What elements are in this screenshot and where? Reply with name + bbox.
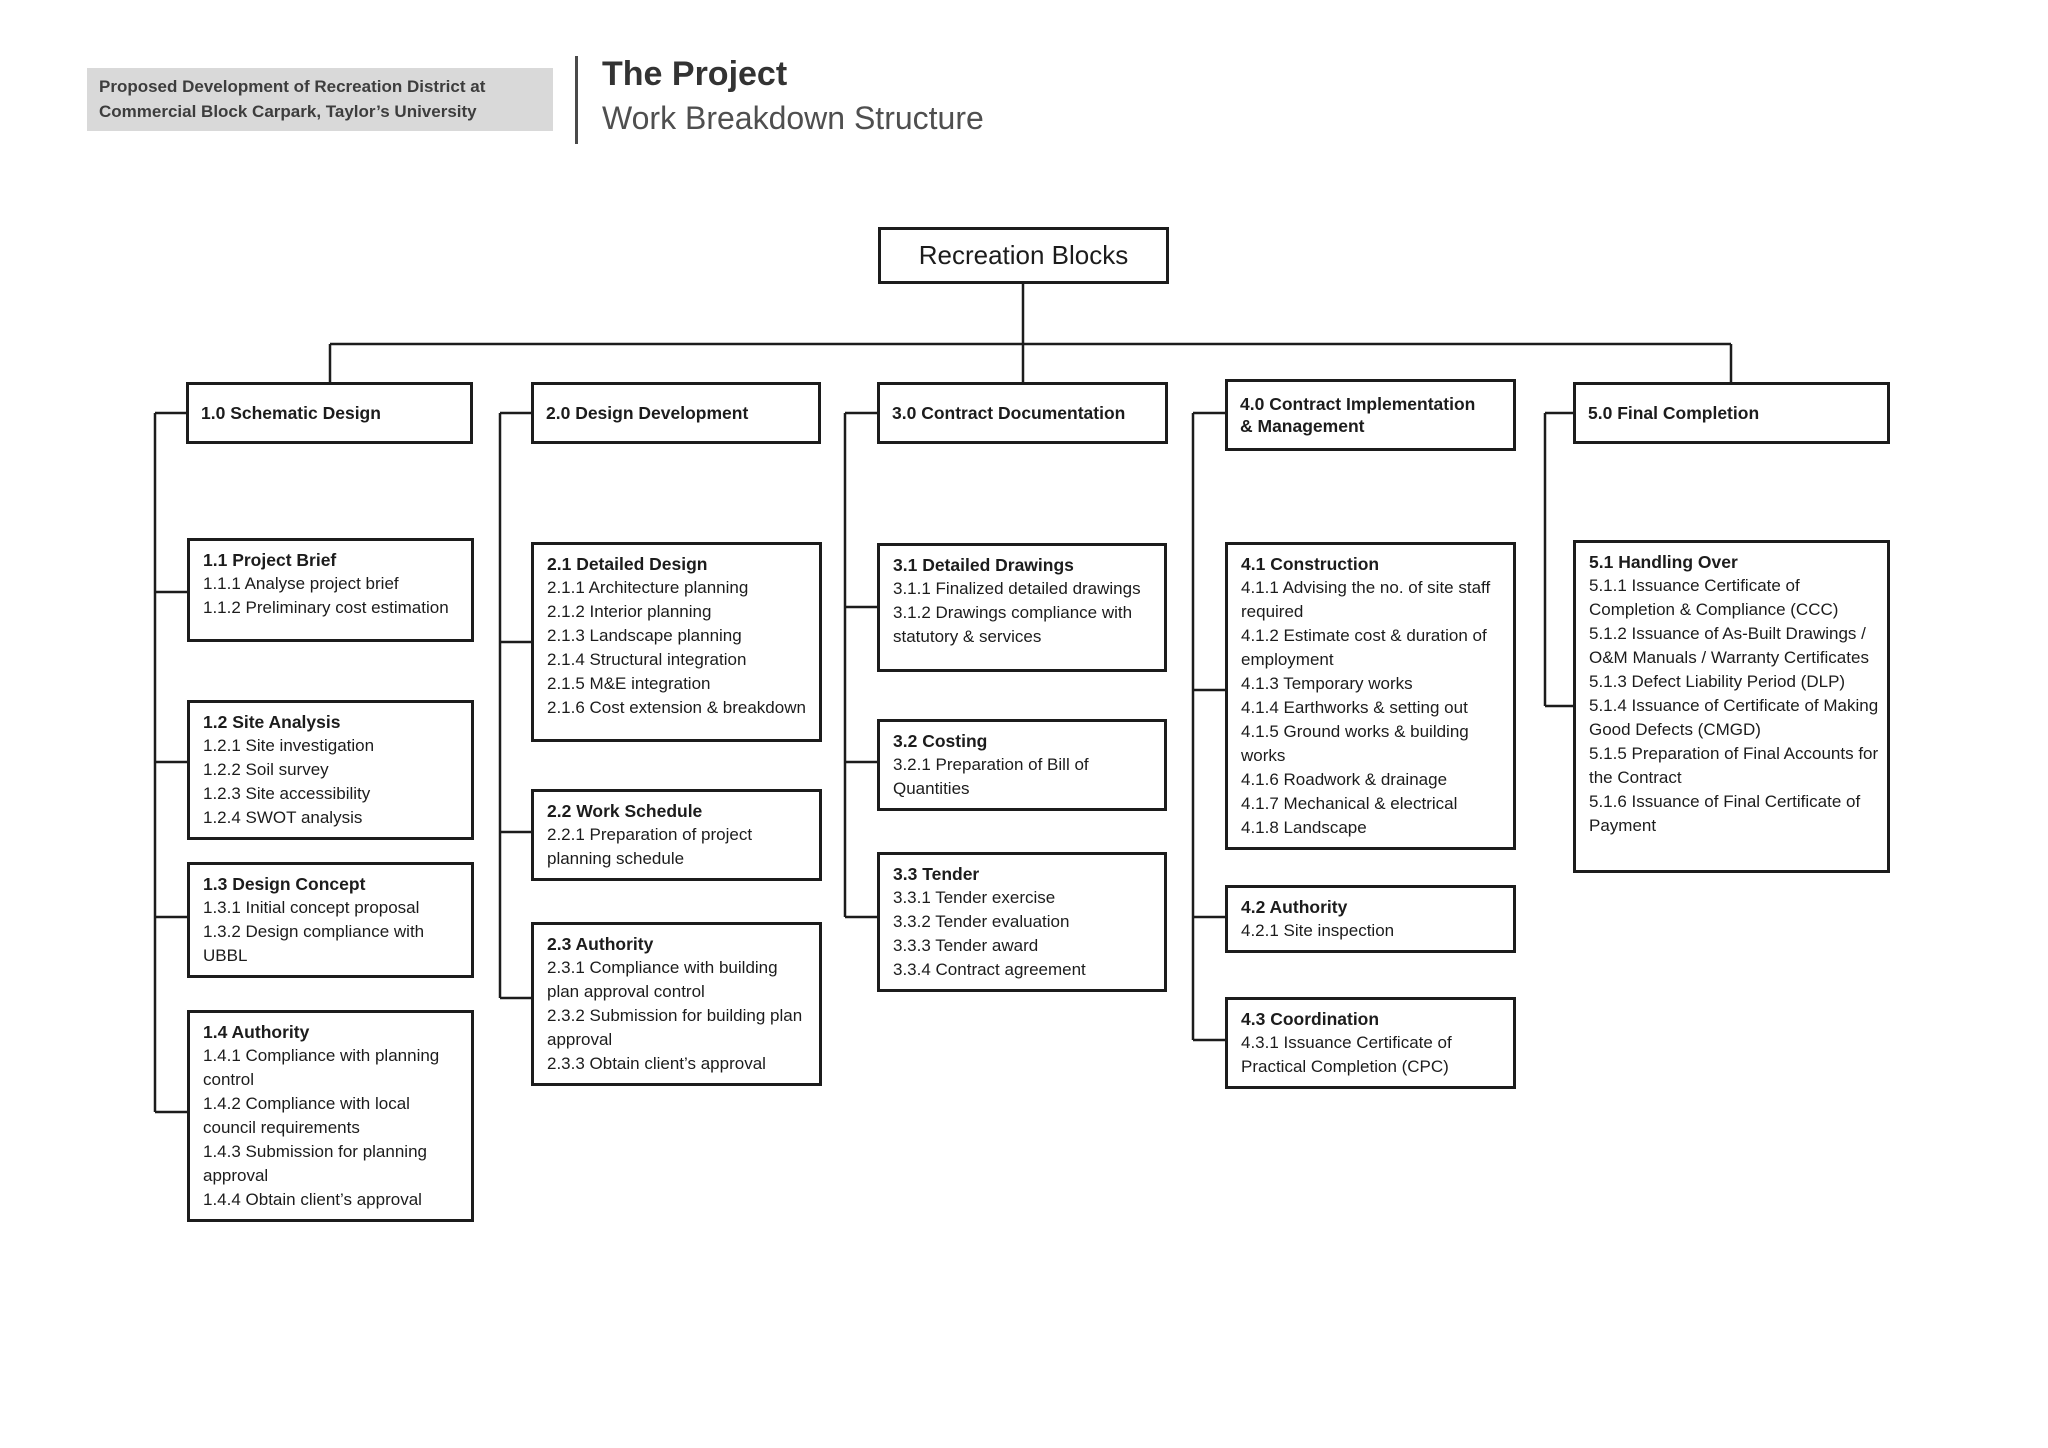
wbs-box-title: 4.1 Construction [1241, 554, 1380, 574]
wbs-item: 1.1.2 Preliminary cost estimation [203, 598, 449, 617]
wbs-item: 4.3.1 Issuance Certificate of Practical … [1241, 1033, 1452, 1076]
wbs-box-title: 4.3 Coordination [1241, 1009, 1380, 1029]
wbs-item: 1.2.3 Site accessibility [203, 784, 371, 803]
wbs-box-1-2: 1.2 Site Analysis 1.2.1 Site investigati… [187, 700, 474, 840]
wbs-item: 1.3.2 Design compliance with UBBL [203, 922, 425, 965]
wbs-item: 3.3.1 Tender exercise [893, 888, 1056, 907]
wbs-item: 2.3.2 Submission for building plan appro… [547, 1006, 803, 1049]
column-header-label: 1.0 Schematic Design [201, 403, 381, 423]
wbs-item: 1.2.4 SWOT analysis [203, 808, 363, 827]
wbs-box-2-1: 2.1 Detailed Design 2.1.1 Architecture p… [531, 542, 822, 742]
column-header-label: 5.0 Final Completion [1588, 403, 1760, 423]
column-header-4-0: 4.0 Contract Implementation & Management [1225, 379, 1516, 451]
wbs-box-title: 4.2 Authority [1241, 897, 1348, 917]
wbs-item: 1.2.2 Soil survey [203, 760, 329, 779]
wbs-item: 1.4.2 Compliance with local council requ… [203, 1094, 410, 1137]
wbs-item: 5.1.6 Issuance of Final Certificate of P… [1589, 792, 1861, 835]
wbs-item: 2.1.5 M&E integration [547, 674, 711, 693]
wbs-item: 1.3.1 Initial concept proposal [203, 898, 420, 917]
wbs-item: 4.1.3 Temporary works [1241, 674, 1413, 693]
column-header-2-0: 2.0 Design Development [531, 382, 821, 444]
wbs-item: 2.3.3 Obtain client’s approval [547, 1054, 766, 1073]
column-header-label: 4.0 Contract Implementation & Management [1240, 394, 1476, 436]
wbs-box-title: 2.1 Detailed Design [547, 554, 708, 574]
column-header-label: 3.0 Contract Documentation [892, 403, 1126, 423]
wbs-box-1-1: 1.1 Project Brief 1.1.1 Analyse project … [187, 538, 474, 642]
wbs-box-title: 2.3 Authority [547, 934, 654, 954]
wbs-item: 1.4.1 Compliance with planning control [203, 1046, 440, 1089]
wbs-item: 3.3.3 Tender award [893, 936, 1039, 955]
wbs-item: 5.1.4 Issuance of Certificate of Making … [1589, 696, 1879, 739]
wbs-item: 2.2.1 Preparation of project planning sc… [547, 825, 753, 868]
header-divider [575, 56, 578, 144]
wbs-item: 5.1.5 Preparation of Final Accounts for … [1589, 744, 1879, 787]
wbs-item: 5.1.3 Defect Liability Period (DLP) [1589, 672, 1846, 691]
wbs-box-4-3: 4.3 Coordination 4.3.1 Issuance Certific… [1225, 997, 1516, 1089]
wbs-item: 3.1.2 Drawings compliance with statutory… [893, 603, 1133, 646]
wbs-item: 2.1.2 Interior planning [547, 602, 712, 621]
wbs-item: 5.1.1 Issuance Certificate of Completion… [1589, 576, 1839, 619]
column-header-5-0: 5.0 Final Completion [1573, 382, 1890, 444]
wbs-box-1-4: 1.4 Authority 1.4.1 Compliance with plan… [187, 1010, 474, 1222]
wbs-item: 3.1.1 Finalized detailed drawings [893, 579, 1141, 598]
wbs-box-3-1: 3.1 Detailed Drawings 3.1.1 Finalized de… [877, 543, 1167, 672]
wbs-item: 2.3.1 Compliance with building plan appr… [547, 958, 778, 1001]
wbs-item: 1.4.4 Obtain client’s approval [203, 1190, 422, 1209]
wbs-box-title: 1.3 Design Concept [203, 874, 366, 894]
wbs-box-2-2: 2.2 Work Schedule 2.2.1 Preparation of p… [531, 789, 822, 881]
wbs-box-5-1: 5.1 Handling Over 5.1.1 Issuance Certifi… [1573, 540, 1890, 873]
wbs-item: 4.1.2 Estimate cost & duration of employ… [1241, 626, 1487, 669]
column-header-1-0: 1.0 Schematic Design [186, 382, 473, 444]
wbs-box-3-3: 3.3 Tender 3.3.1 Tender exercise 3.3.2 T… [877, 852, 1167, 992]
diagram-title: The Project [602, 55, 788, 93]
wbs-box-title: 3.3 Tender [893, 864, 980, 884]
wbs-item: 2.1.1 Architecture planning [547, 578, 749, 597]
wbs-item: 4.1.5 Ground works & building works [1241, 722, 1469, 765]
wbs-item: 1.2.1 Site investigation [203, 736, 375, 755]
wbs-box-title: 1.2 Site Analysis [203, 712, 341, 732]
root-node-label: Recreation Blocks [918, 240, 1129, 270]
column-header-label: 2.0 Design Development [546, 403, 749, 423]
wbs-box-title: 2.2 Work Schedule [547, 801, 703, 821]
wbs-item: 4.1.7 Mechanical & electrical [1241, 794, 1458, 813]
wbs-item: 1.1.1 Analyse project brief [203, 574, 399, 593]
wbs-item: 3.3.2 Tender evaluation [893, 912, 1070, 931]
wbs-item: 4.2.1 Site inspection [1241, 921, 1395, 940]
wbs-box-title: 3.1 Detailed Drawings [893, 555, 1074, 575]
wbs-item: 2.1.3 Landscape planning [547, 626, 742, 645]
wbs-item: 2.1.4 Structural integration [547, 650, 747, 669]
wbs-box-title: 1.4 Authority [203, 1022, 310, 1042]
wbs-box-title: 1.1 Project Brief [203, 550, 337, 570]
wbs-box-3-2: 3.2 Costing 3.2.1 Preparation of Bill of… [877, 719, 1167, 811]
column-header-3-0: 3.0 Contract Documentation [877, 382, 1168, 444]
diagram-subtitle: Work Breakdown Structure [602, 100, 984, 136]
wbs-item: 4.1.8 Landscape [1241, 818, 1367, 837]
wbs-box-1-3: 1.3 Design Concept 1.3.1 Initial concept… [187, 862, 474, 978]
wbs-box-4-1: 4.1 Construction 4.1.1 Advising the no. … [1225, 542, 1516, 850]
wbs-box-title: 5.1 Handling Over [1589, 552, 1738, 572]
wbs-item: 4.1.1 Advising the no. of site staff req… [1241, 578, 1491, 621]
wbs-box-4-2: 4.2 Authority 4.2.1 Site inspection [1225, 885, 1516, 953]
project-label: Proposed Development of Recreation Distr… [87, 68, 553, 131]
wbs-item: 3.2.1 Preparation of Bill of Quantities [893, 755, 1089, 798]
wbs-item: 4.1.4 Earthworks & setting out [1241, 698, 1468, 717]
wbs-box-2-3: 2.3 Authority 2.3.1 Compliance with buil… [531, 922, 822, 1086]
wbs-item: 4.1.6 Roadwork & drainage [1241, 770, 1448, 789]
wbs-item: 3.3.4 Contract agreement [893, 960, 1086, 979]
wbs-item: 5.1.2 Issuance of As-Built Drawings / O&… [1589, 624, 1869, 667]
wbs-item: 1.4.3 Submission for planning approval [203, 1142, 427, 1185]
wbs-box-title: 3.2 Costing [893, 731, 988, 751]
root-node: Recreation Blocks [878, 227, 1169, 284]
wbs-item: 2.1.6 Cost extension & breakdown [547, 698, 806, 717]
